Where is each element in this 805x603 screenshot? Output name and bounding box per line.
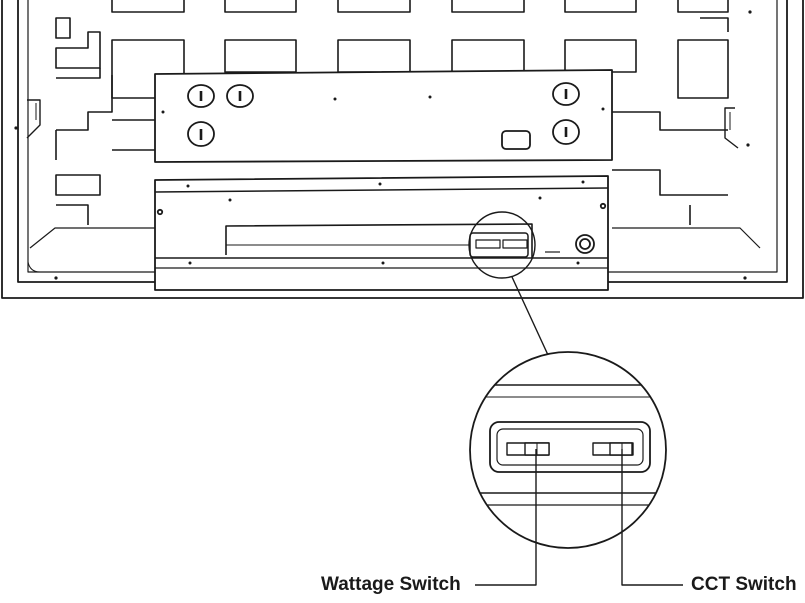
cct-switch-label: CCT Switch [691,574,797,595]
wattage-switch-label: Wattage Switch [321,574,461,595]
switch-callout [468,211,549,356]
leader-lines [475,449,683,586]
grid-pattern [55,0,729,225]
mounting-plate [154,69,613,163]
driver-box [154,175,609,291]
wattage-switch [506,442,550,456]
zoom-detail [469,351,667,549]
cct-switch [592,442,634,456]
